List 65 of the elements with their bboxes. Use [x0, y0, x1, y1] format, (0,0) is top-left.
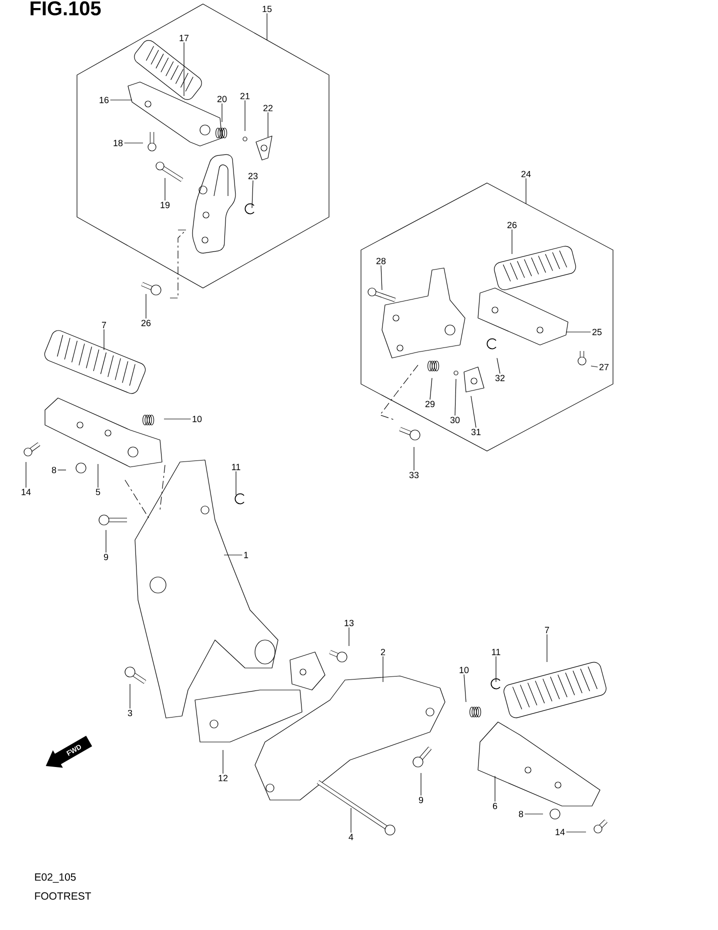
- callout-number: 31: [471, 428, 481, 436]
- callout-number: 18: [114, 140, 123, 146]
- leader-line: [222, 750, 224, 774]
- leader-line: [266, 13, 268, 40]
- callout-number: 28: [376, 258, 386, 264]
- callout-number: 16: [100, 96, 109, 104]
- callout-number: 15: [262, 6, 272, 12]
- callout-number: 7: [544, 626, 550, 634]
- leader-line: [494, 776, 496, 802]
- group-hexagon: [360, 182, 614, 452]
- leader-line: [350, 808, 352, 833]
- callout-number: 11: [232, 464, 240, 470]
- leader-line: [470, 396, 476, 428]
- callout-number: 23: [248, 172, 258, 180]
- callout-number: 9: [104, 554, 108, 560]
- leader-line: [124, 142, 144, 144]
- callout-number: 7: [102, 322, 106, 328]
- leader-line: [382, 656, 384, 682]
- callout-number: 4: [348, 834, 354, 840]
- callout-number: 10: [192, 416, 202, 422]
- callout-number: 14: [556, 828, 565, 836]
- leader-line: [380, 265, 382, 290]
- callout-number: 22: [263, 104, 273, 112]
- leader-line: [224, 554, 243, 556]
- callout-number: 29: [425, 400, 435, 408]
- leader-line: [252, 180, 254, 208]
- leader-line: [454, 378, 456, 416]
- callout-number: 19: [160, 202, 170, 208]
- callout-number: 12: [218, 774, 228, 782]
- callout-number: 8: [518, 810, 524, 818]
- callout-number: 9: [418, 796, 424, 804]
- callout-number: 13: [344, 620, 354, 626]
- drawing-reference: E02_105: [35, 873, 76, 883]
- callout-number: 20: [217, 96, 227, 102]
- leader-line: [348, 627, 350, 646]
- callout-number: 6: [492, 802, 498, 810]
- callout-number: 1: [244, 552, 248, 558]
- leader-line: [420, 772, 422, 796]
- leader-line: [546, 634, 548, 662]
- callout-number: 27: [599, 364, 609, 370]
- leader-line: [164, 418, 192, 420]
- leader-line: [430, 378, 432, 400]
- callout-number: 26: [141, 320, 151, 326]
- callout-number: 5: [96, 488, 100, 496]
- leader-line: [496, 358, 500, 374]
- callout-number: 8: [52, 466, 56, 474]
- callout-number: 14: [22, 488, 31, 496]
- callout-number: 26: [507, 222, 517, 228]
- callout-number: 21: [240, 92, 250, 100]
- figure-title: FIG.105: [30, 1, 101, 16]
- leader-line: [590, 366, 598, 368]
- callout-number: 24: [521, 170, 531, 178]
- callout-number: 11: [492, 648, 500, 656]
- leader-line: [244, 100, 246, 132]
- callout-number: 33: [409, 472, 419, 478]
- callout-number: 3: [128, 710, 132, 716]
- callout-number: 10: [460, 666, 469, 674]
- callout-number: 2: [380, 648, 386, 656]
- callout-number: 17: [180, 34, 189, 42]
- leader-line: [464, 674, 466, 702]
- callout-number: 32: [495, 374, 505, 382]
- leader-line: [164, 178, 166, 201]
- drawing-name: FOOTREST: [35, 892, 91, 900]
- callout-number: 25: [592, 328, 602, 336]
- callout-number: 30: [450, 416, 460, 424]
